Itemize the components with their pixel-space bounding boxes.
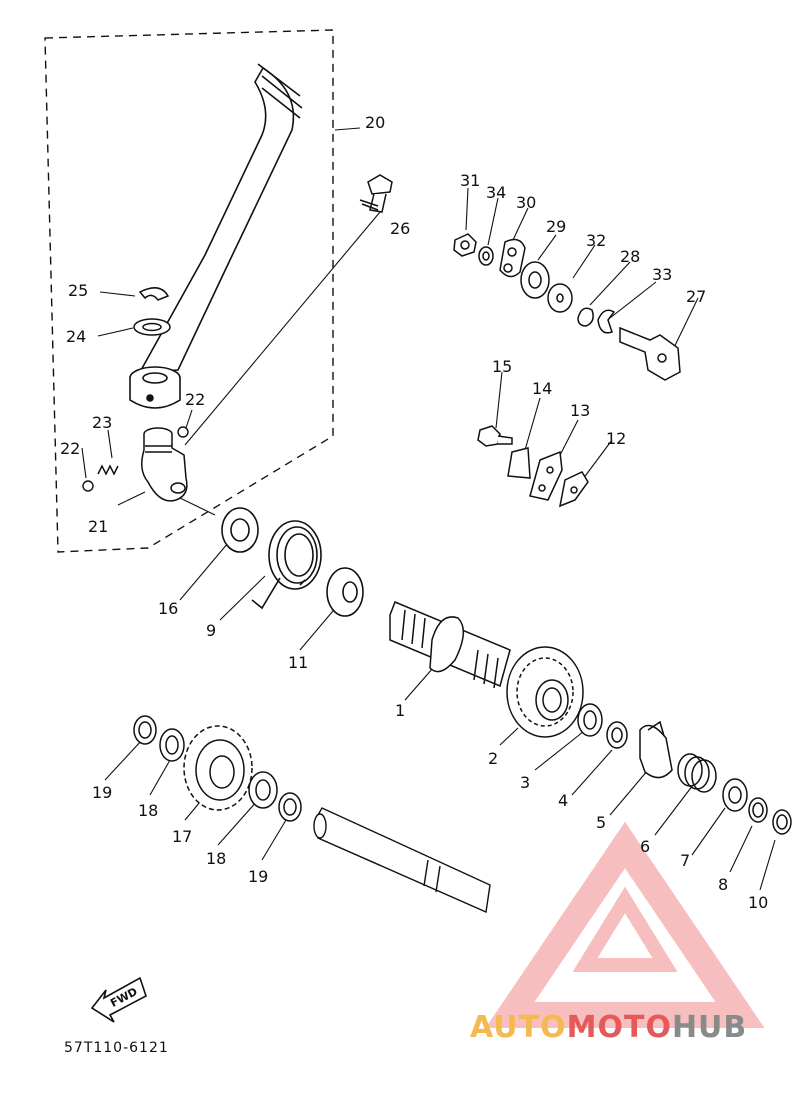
part-number-11: 11: [288, 653, 308, 672]
kick-boss-21: [141, 427, 188, 502]
part-number-6: 6: [640, 837, 650, 856]
shaft-27: [619, 326, 681, 381]
part-number-13: 13: [570, 401, 590, 420]
kick-lever-group-boundary: [44, 29, 334, 553]
spring-23: [97, 464, 119, 476]
part-number-7: 7: [680, 851, 690, 870]
part-number-14: 14: [532, 379, 552, 398]
kick-gear-2: [506, 646, 584, 738]
part-number-18-b: 18: [206, 849, 226, 868]
clip-28: [577, 307, 594, 327]
plate-14: [507, 447, 531, 479]
brand-auto: AUTO: [470, 1010, 567, 1045]
part-number-33: 33: [652, 265, 672, 284]
part-number-31: 31: [460, 171, 480, 190]
idle-gear-parts: [133, 715, 302, 822]
part-number-12: 12: [606, 429, 626, 448]
part-number-10: 10: [748, 893, 768, 912]
plate-30: [499, 238, 526, 278]
part-number-34: 34: [486, 183, 506, 202]
part-number-20: 20: [365, 113, 385, 132]
part-number-21: 21: [88, 517, 108, 536]
plate-13: [529, 450, 563, 501]
part-number-25: 25: [68, 281, 88, 300]
part-number-8: 8: [718, 875, 728, 894]
ratchet-parts: [453, 233, 681, 381]
diagram-code: 57T110-6121: [64, 1040, 169, 1056]
part-number-19-a: 19: [92, 783, 112, 802]
part-number-28: 28: [620, 247, 640, 266]
part-number-26: 26: [390, 219, 410, 238]
watermark-brand: AUTOMOTOHUB: [470, 1010, 747, 1045]
bolt-26: [359, 174, 393, 213]
part-number-4: 4: [558, 791, 568, 810]
part-number-1: 1: [395, 701, 405, 720]
part-number-17: 17: [172, 827, 192, 846]
part-number-labels: 20 26 25 24 22 23 22 21 31 34 30 29 32 2…: [60, 113, 768, 912]
spring-6: [677, 753, 717, 793]
part-number-30: 30: [516, 193, 536, 212]
kick-spring-parts: [221, 507, 364, 617]
part-number-32: 32: [586, 231, 606, 250]
ball-22-b: [177, 426, 189, 438]
brand-moto: MOTO: [566, 1010, 672, 1045]
clip-33: [597, 309, 616, 334]
part-number-22-a: 22: [60, 439, 80, 458]
kick-axle-1: [389, 601, 511, 689]
washer-24: [133, 318, 171, 336]
part-number-15: 15: [492, 357, 512, 376]
part-number-5: 5: [596, 813, 606, 832]
axle-small-parts: [577, 703, 792, 835]
main-shaft: [313, 807, 491, 914]
part-number-19-b: 19: [248, 867, 268, 886]
collar-11: [326, 567, 364, 617]
bolt-15: [477, 425, 501, 447]
part-number-27: 27: [686, 287, 706, 306]
stopper-parts: [477, 425, 589, 508]
torsion-spring-9: [251, 520, 322, 610]
ratchet-5: [639, 724, 673, 779]
part-number-24: 24: [66, 327, 86, 346]
brand-hub: HUB: [671, 1010, 748, 1045]
kick-crank-lever: [129, 63, 303, 409]
part-number-29: 29: [546, 217, 566, 236]
part-number-3: 3: [520, 773, 530, 792]
part-number-23: 23: [92, 413, 112, 432]
part-number-2: 2: [488, 749, 498, 768]
forward-arrow-icon: FWD: [90, 976, 147, 1023]
watermark-logo: [485, 821, 765, 1028]
part-number-18-a: 18: [138, 801, 158, 820]
part-number-16: 16: [158, 599, 178, 618]
ball-22-a: [82, 480, 94, 492]
part-number-9: 9: [206, 621, 216, 640]
part-number-22-b: 22: [185, 390, 205, 409]
circlip-25: [138, 287, 170, 301]
